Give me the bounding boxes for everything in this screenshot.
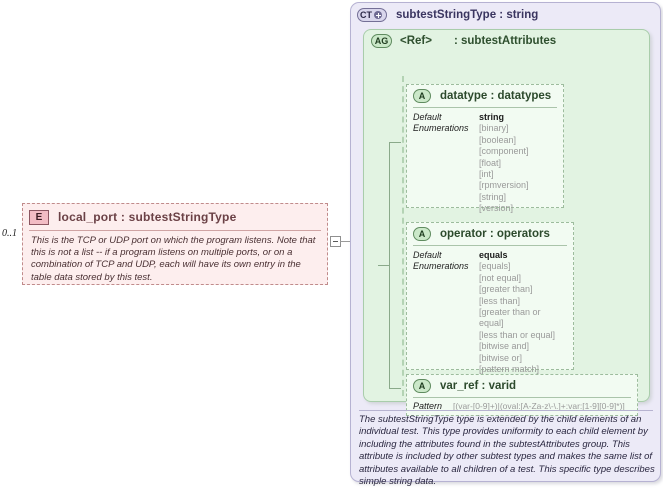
default-value: string	[479, 112, 505, 122]
complex-type-panel[interactable]: CT subtestStringType : string AG <Ref> :…	[350, 2, 661, 487]
element-description: This is the TCP or UDP port on which the…	[31, 235, 316, 283]
attribute-body: Default Enumerations equals [equals] [no…	[407, 246, 573, 380]
complex-type-header: CT subtestStringType : string	[351, 3, 660, 27]
complex-type-title: subtestStringType : string	[396, 9, 539, 21]
facet-values-operator: equals [equals] [not equal] [greater tha…	[479, 250, 567, 375]
enum-value: [rpmversion]	[479, 180, 529, 191]
attribute-body: Default Enumerations string [binary] [bo…	[407, 108, 563, 220]
element-header: E local_port : subtestStringType	[23, 204, 327, 230]
enum-value: [version]	[479, 203, 514, 214]
facet-values-datatype: string [binary] [boolean] [component] [f…	[479, 112, 529, 215]
attribute-group-header: AG <Ref> : subtestAttributes	[364, 30, 649, 52]
facet-label-enumerations: Enumerations	[413, 123, 469, 134]
attribute-body: Pattern [(var-[0-9]+)|(oval:[A-Za-z\-\.]…	[407, 398, 637, 416]
enum-value: [component]	[479, 146, 529, 157]
attribute-title: operator : operators	[440, 228, 550, 240]
attribute-divider	[413, 107, 557, 108]
plus-icon[interactable]	[374, 11, 382, 19]
attribute-box-var-ref[interactable]: A var_ref : varid Pattern [(var-[0-9]+)|…	[406, 374, 638, 416]
element-title: local_port : subtestStringType	[58, 210, 237, 224]
facet-label-operator: Default Enumerations	[413, 250, 479, 375]
enum-value: [equals]	[479, 261, 511, 272]
attribute-group-type-label: : subtestAttributes	[453, 35, 557, 47]
attribute-badge-icon: A	[413, 379, 431, 393]
attribute-badge-icon: A	[413, 89, 431, 103]
cardinality-label: 0..1	[2, 228, 17, 239]
enum-value: [greater than]	[479, 284, 533, 295]
facet-label-pattern: Pattern	[413, 401, 443, 411]
attribute-header: A var_ref : varid	[407, 375, 637, 397]
pattern-value: [(var-[0-9]+)|(oval:[A-Za-z\-\.]+:var:[1…	[453, 401, 625, 411]
description-divider	[359, 410, 653, 411]
badge-ct-text: CT	[360, 10, 372, 20]
attribute-title: datatype : datatypes	[440, 90, 552, 102]
enum-value: [bitwise or]	[479, 352, 523, 363]
attribute-divider	[413, 397, 631, 398]
attribute-header: A operator : operators	[407, 223, 573, 245]
enum-value: [pattern match]	[479, 364, 540, 375]
enum-value: [bitwise and]	[479, 341, 530, 352]
element-divider	[29, 230, 321, 231]
attribute-group-panel[interactable]: AG <Ref> : subtestAttributes A datatype …	[363, 29, 650, 416]
facet-label-default: Default	[413, 250, 442, 260]
attribute-badge-icon: A	[413, 227, 431, 241]
attribute-group-ref-label: <Ref>	[400, 35, 432, 47]
attribute-group-badge-icon: AG	[371, 34, 392, 48]
connector-line	[340, 241, 356, 242]
enum-value: [greater than or equal]	[479, 307, 541, 329]
facet-label-default: Default	[413, 112, 442, 122]
attribute-divider	[413, 245, 567, 246]
complex-type-badge-icon: CT	[357, 8, 387, 22]
attribute-box-datatype[interactable]: A datatype : datatypes Default Enumerati…	[406, 84, 564, 213]
element-badge-icon: E	[29, 209, 49, 225]
enum-value: [not equal]	[479, 272, 522, 283]
attribute-bracket-connector	[389, 142, 401, 389]
default-value: equals	[479, 250, 508, 260]
sequence-dashed-region	[402, 76, 638, 396]
enum-value: [less than or equal]	[479, 329, 556, 340]
facet-label-enumerations: Enumerations	[413, 261, 469, 272]
complex-type-description: The subtestStringType type is extended b…	[359, 414, 655, 488]
element-box-local-port[interactable]: E local_port : subtestStringType This is…	[22, 203, 328, 285]
attribute-title: var_ref : varid	[440, 380, 517, 392]
enum-value: [float]	[479, 157, 502, 168]
attribute-header: A datatype : datatypes	[407, 85, 563, 107]
attribute-bracket-stub	[378, 265, 390, 266]
enum-value: [binary]	[479, 123, 509, 134]
enum-value: [int]	[479, 169, 494, 180]
enum-value: [less than]	[479, 295, 521, 306]
enum-value: [boolean]	[479, 134, 517, 145]
enum-value: [string]	[479, 191, 507, 202]
facet-label-datatype: Default Enumerations	[413, 112, 479, 215]
attribute-box-operator[interactable]: A operator : operators Default Enumerati…	[406, 222, 574, 374]
